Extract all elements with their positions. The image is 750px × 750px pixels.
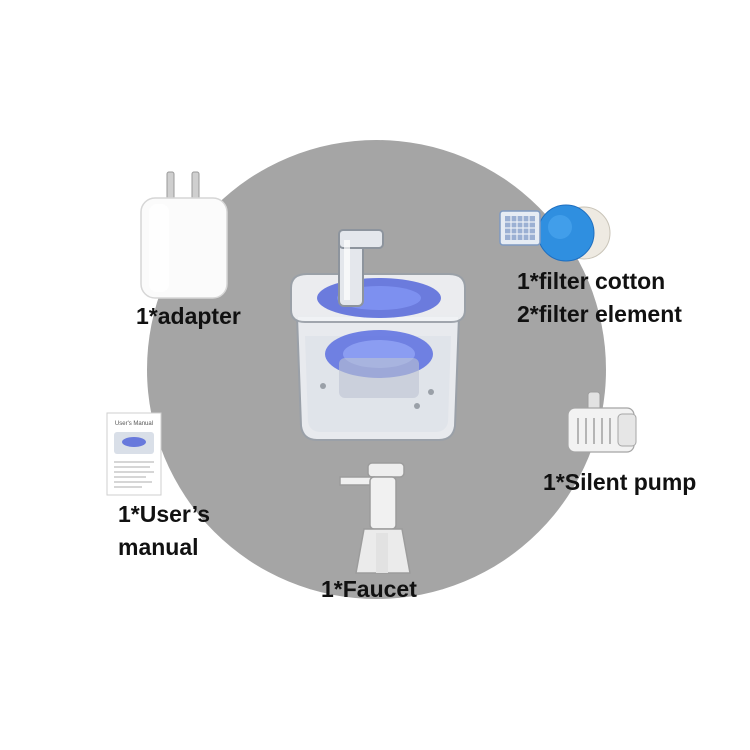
manual-cover-title: User's Manual xyxy=(115,421,153,427)
filter-image xyxy=(499,204,611,262)
manual-label: 1*User’s manual xyxy=(118,498,210,564)
manual-image: User's Manual xyxy=(106,412,162,496)
manual-line-2: manual xyxy=(118,534,199,560)
filter-label: 1*filter cotton 2*filter element xyxy=(517,265,682,331)
adapter-image xyxy=(140,171,228,299)
fountain-image xyxy=(290,229,466,441)
pump-image xyxy=(567,391,637,453)
adapter-label: 1*adapter xyxy=(136,303,241,329)
faucet-image xyxy=(339,462,411,574)
pump-label: 1*Silent pump xyxy=(543,469,697,495)
filter-cotton-line: 1*filter cotton xyxy=(517,268,666,294)
filter-element-line: 2*filter element xyxy=(517,301,682,327)
faucet-label: 1*Faucet xyxy=(321,576,417,602)
manual-line-1: 1*User’s xyxy=(118,501,211,527)
